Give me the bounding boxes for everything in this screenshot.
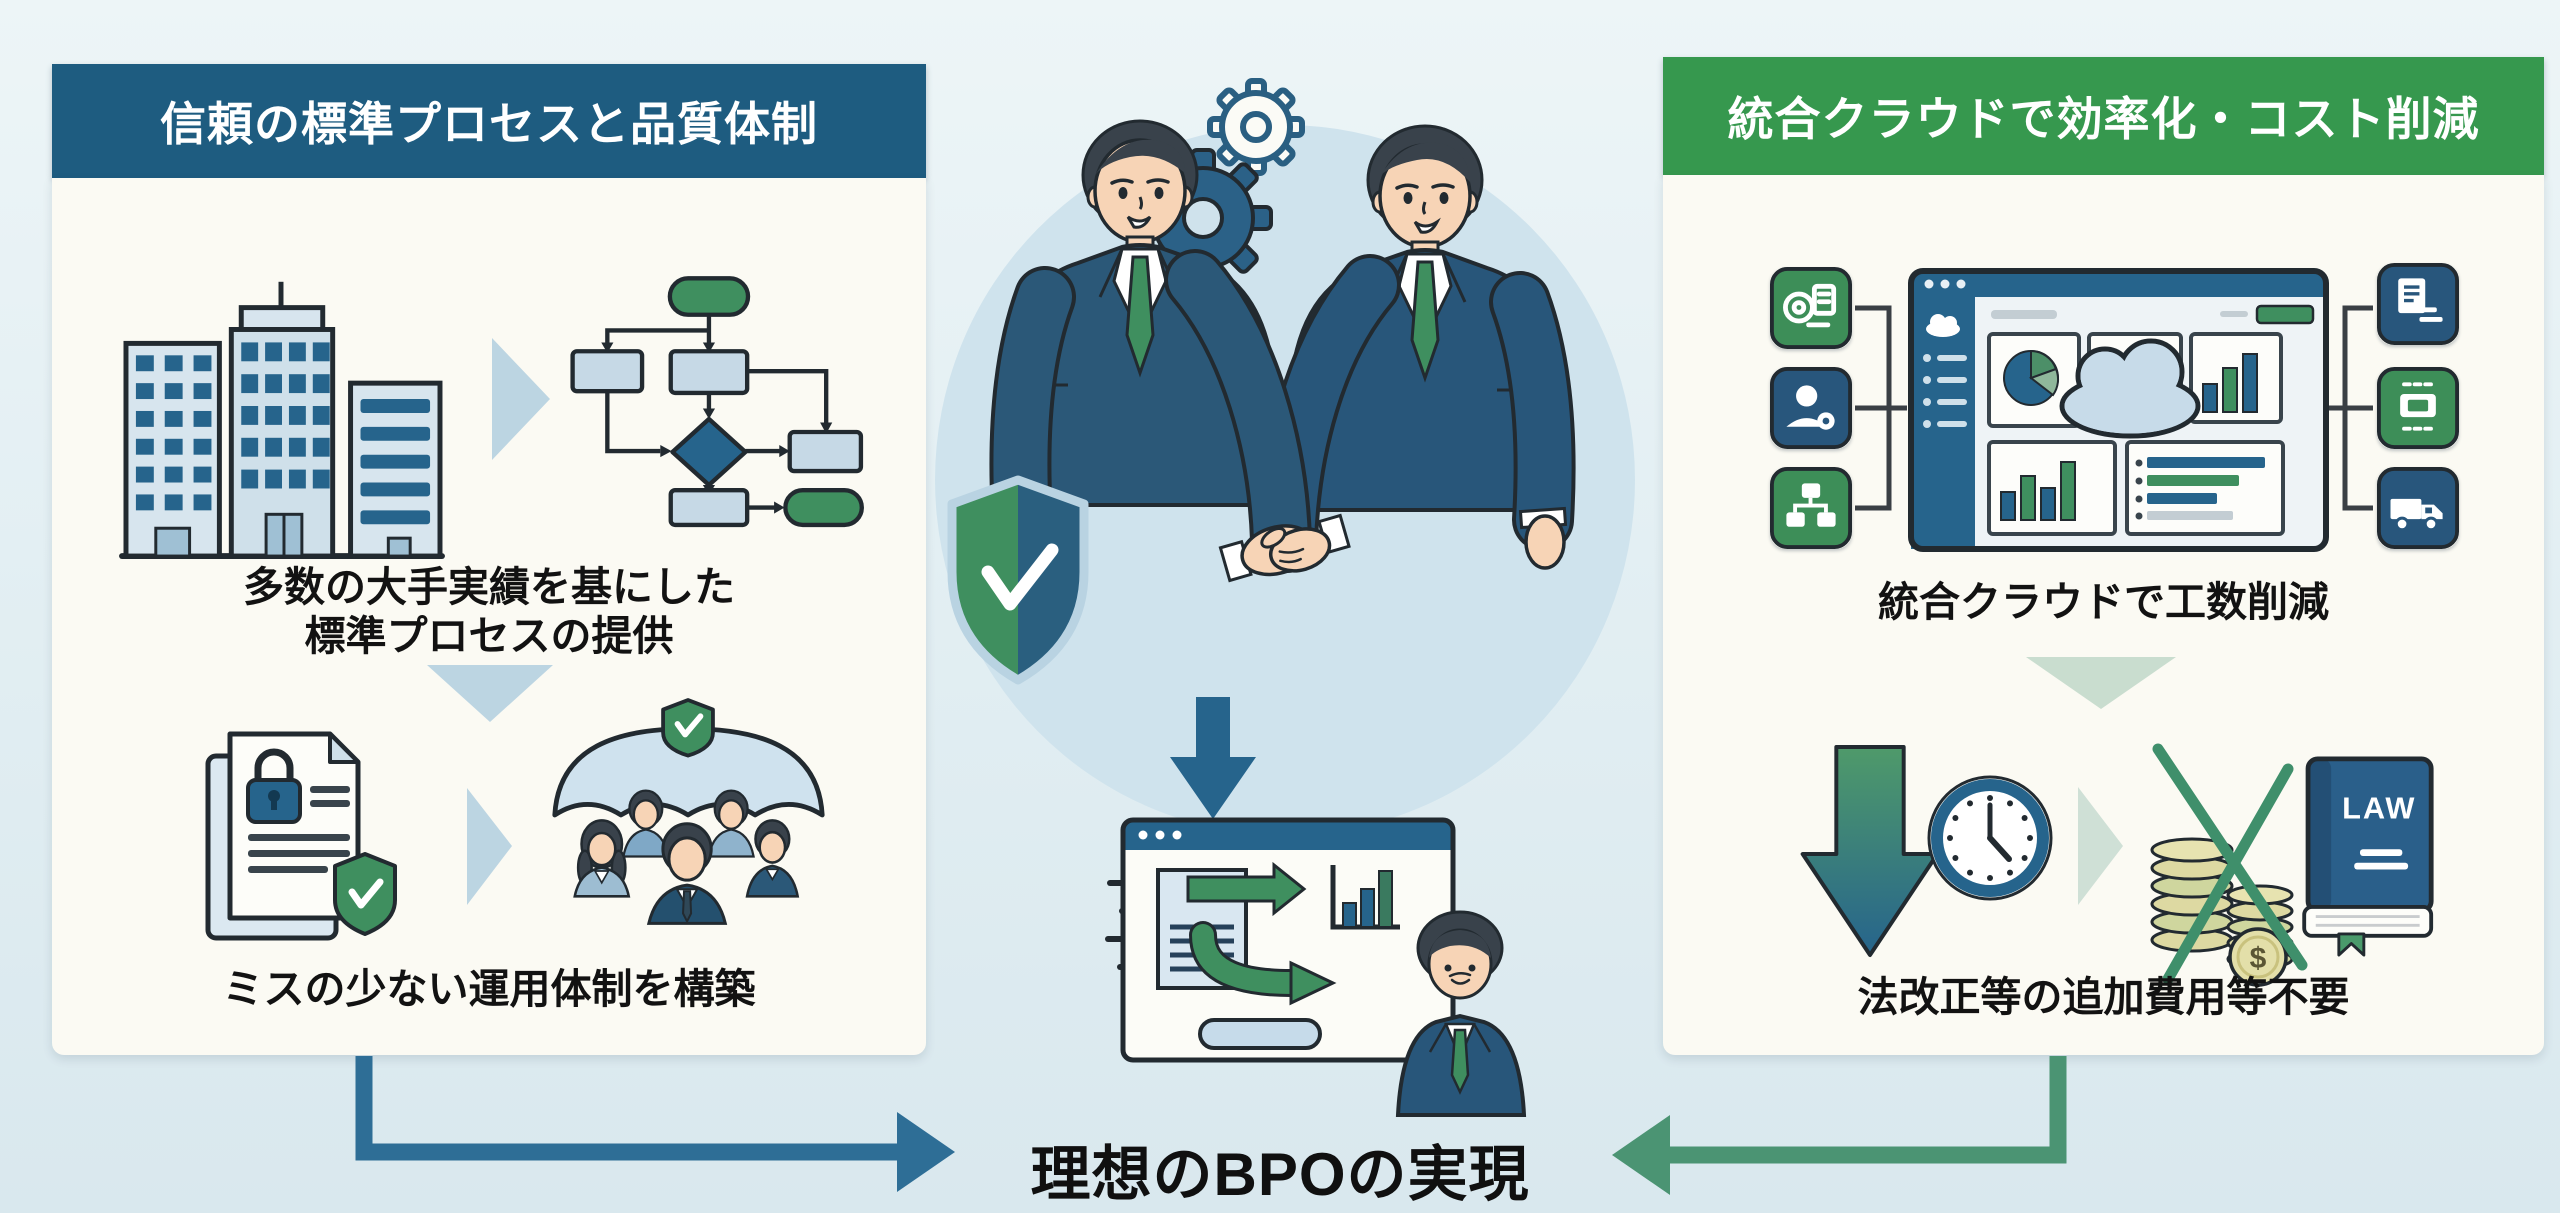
left-step1-caption-line2: 標準プロセスの提供 [304, 613, 674, 659]
dashboard-green-button [2255, 304, 2315, 325]
left-step1-caption: 多数の大手実績を基にした 標準プロセスの提供 [52, 563, 926, 661]
coin-dollar-symbol: $ [2250, 942, 2267, 975]
delivery-truck-app-icon [2377, 467, 2459, 549]
step-arrow-right-icon [467, 788, 512, 905]
step-arrow-down-icon [2026, 657, 2176, 709]
right-panel-title: 統合クラウドで効率化・コスト削減 [1727, 93, 2480, 145]
cloud-dashboard-window [1908, 268, 2329, 552]
cross-out-mark-icon [2152, 743, 2308, 985]
payroll-coins-app-icon [1770, 267, 1852, 349]
task-list-icon [2135, 457, 2265, 520]
shield-check-icon [661, 698, 715, 758]
office-buildings-icon [119, 281, 445, 560]
org-modules-app-icon [1770, 467, 1852, 549]
clock-icon [1927, 775, 2053, 901]
left-panel-title: 信頼の標準プロセスと品質体制 [160, 98, 818, 150]
gear-outline-icon [1207, 78, 1305, 176]
quality-shield-icon [947, 475, 1089, 685]
sidebar-cloud-icon [1926, 314, 1960, 337]
left-connector-line [355, 1056, 897, 1161]
report-doc-app-icon [2377, 263, 2459, 345]
payment-card-app-icon [2377, 367, 2459, 449]
cost-reduction-arrow-icon [1800, 745, 1940, 958]
law-book-label: LAW [2342, 790, 2416, 825]
left-panel-body: 多数の大手実績を基にした 標準プロセスの提供 [52, 178, 926, 1055]
left-step1-caption-line1: 多数の大手実績を基にした [243, 564, 735, 610]
process-arrow-icon [1186, 861, 1307, 917]
center-down-arrow-icon [1170, 697, 1256, 819]
bookmark-ribbon-icon [2337, 932, 2366, 957]
flowchart-icon [570, 276, 864, 528]
step-arrow-down-icon [427, 665, 553, 722]
left-connector-arrowhead [897, 1112, 955, 1192]
page-title: 理想のBPOの実現 [1030, 1141, 1530, 1208]
law-book-icon: LAW [2302, 756, 2434, 957]
left-panel-header: 信頼の標準プロセスと品質体制 [52, 64, 926, 178]
right-panel-header: 統合クラウドで効率化・コスト削減 [1663, 57, 2544, 175]
hr-person-app-icon [1770, 367, 1852, 449]
automation-window-illustration [1105, 817, 1527, 1117]
right-connector-line [1670, 1056, 2067, 1164]
handshake-hands [1218, 513, 1351, 583]
partnership-handshake-illustration [947, 78, 1576, 685]
right-step2-caption-text: 法改正等の追加費用等不要 [1857, 974, 2350, 1020]
secure-documents-icon [205, 731, 397, 941]
operator-person [1395, 910, 1527, 1117]
right-connector-arrowhead [1612, 1115, 1670, 1195]
step-arrow-right-icon [2078, 787, 2123, 905]
right-panel-body: 統合クラウドで工数削減 [1663, 175, 2544, 1055]
bar-chart-icon [2000, 461, 2076, 521]
right-step1-caption: 統合クラウドで工数削減 [1663, 578, 2544, 627]
left-step2-caption-text: ミスの少ない運用体制を構築 [222, 966, 756, 1012]
right-step1-caption-text: 統合クラウドで工数削減 [1878, 579, 2329, 625]
no-extra-cost-coins-icon: $ [2150, 743, 2308, 987]
protected-team-umbrella-icon [552, 698, 825, 925]
process-arrow-icon [1289, 960, 1337, 1006]
bar-chart-icon [2202, 353, 2258, 413]
left-step2-caption: ミスの少ない運用体制を構築 [52, 965, 926, 1014]
shield-check-icon [333, 852, 397, 936]
right-step2-caption: 法改正等の追加費用等不要 [1663, 973, 2544, 1022]
mini-bar-chart-icon [1330, 865, 1400, 930]
cloud-icon [2059, 338, 2201, 439]
pie-chart-icon [2003, 349, 2060, 406]
step-arrow-right-icon [492, 338, 550, 460]
